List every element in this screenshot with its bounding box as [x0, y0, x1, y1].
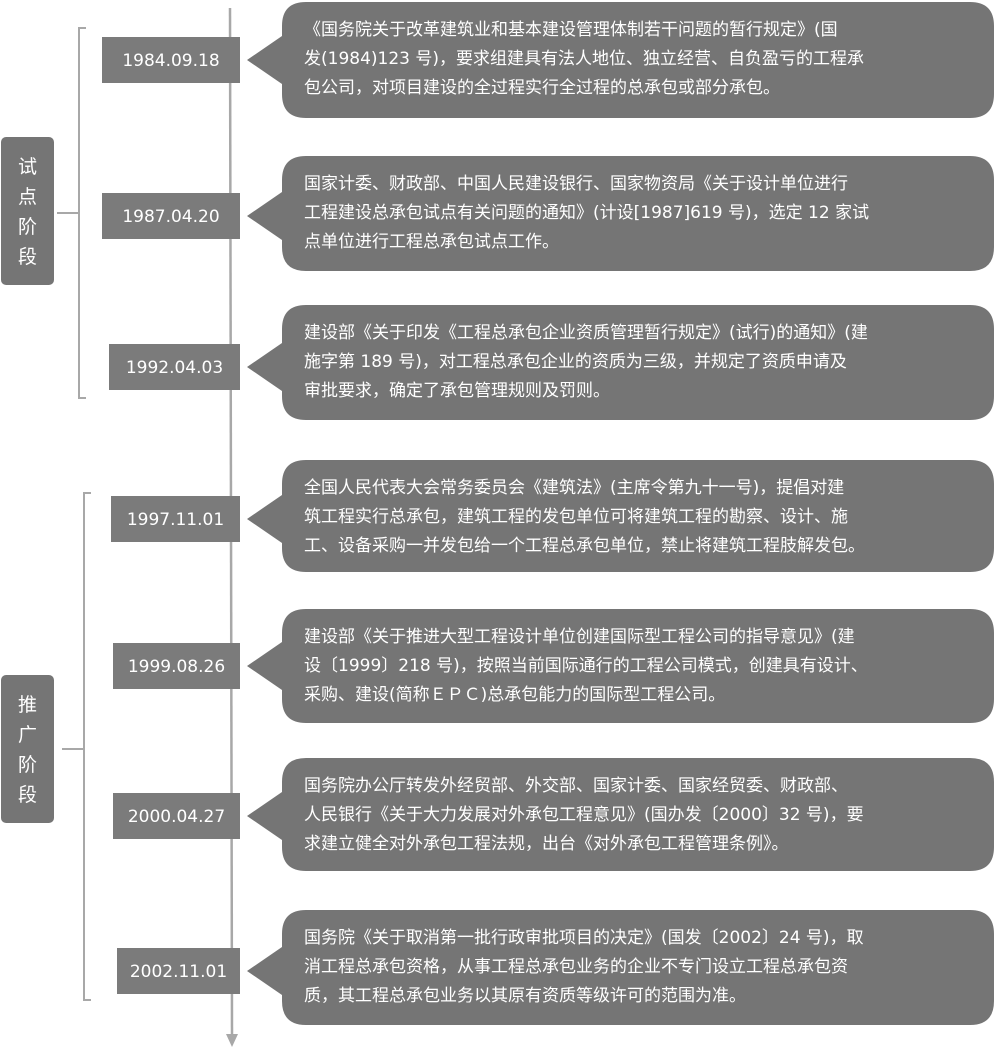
event-description-line: 建设部《关于推进大型工程设计单位创建国际型工程公司的指导意见》(建	[304, 627, 855, 647]
event-date: 1997.11.01	[127, 510, 224, 530]
event-description-line: 国务院《关于取消第一批行政审批项目的决定》(国发〔2002〕24 号)，取	[304, 928, 864, 948]
event-description-line: 国家计委、财政部、中国人民建设银行、国家物资局《关于设计单位进行	[304, 174, 848, 194]
event-date: 2000.04.27	[128, 807, 225, 827]
phase-label-box	[1, 137, 54, 285]
phase-label-char: 段	[18, 246, 37, 268]
event-date-box	[109, 344, 240, 390]
timeline-event: 1999.08.26 建设部《关于推进大型工程设计单位创建国际型工程公司的指导意见…	[113, 609, 994, 723]
phase-label-char: 阶	[18, 216, 37, 238]
event-callout-box	[247, 460, 994, 572]
event-date-box	[113, 793, 240, 839]
event-date-box	[117, 948, 240, 994]
event-description-line: 人民银行《关于大力发展对外承包工程意见》(国办发〔2000〕32 号)，要	[304, 805, 864, 825]
event-description-line: 筑工程实行总承包，建筑工程的发包单位可将建筑工程的勘察、设计、施	[304, 507, 848, 527]
event-callout-box	[247, 2, 994, 118]
timeline-event: 1992.04.03 建设部《关于印发《工程总承包企业资质管理暂行规定》(试行)的…	[109, 305, 994, 420]
event-description-line: 包公司，对项目建设的全过程实行全过程的总承包或部分承包。	[304, 78, 780, 98]
event-date: 1987.04.20	[122, 207, 219, 227]
event-date: 2002.11.01	[130, 962, 227, 982]
timeline-event: 1987.04.20 国家计委、财政部、中国人民建设银行、国家物资局《关于设计单位…	[102, 156, 994, 271]
event-date-box	[111, 496, 240, 542]
event-date: 1992.04.03	[126, 358, 223, 378]
timeline-event: 1984.09.18 《国务院关于改革建筑业和基本建设管理体制若干问题的暂行规定》…	[102, 2, 994, 118]
event-date-box	[102, 37, 240, 83]
phase-label-box	[1, 675, 54, 823]
event-description-line: 全国人民代表大会常务委员会《建筑法》(主席令第九十一号)，提倡对建	[304, 478, 844, 498]
event-description-line: 建设部《关于印发《工程总承包企业资质管理暂行规定》(试行)的通知》(建	[304, 323, 868, 343]
event-description-line: 审批要求，确定了承包管理规则及罚则。	[304, 381, 610, 401]
event-date-box	[113, 643, 240, 689]
event-callout-box	[247, 609, 994, 723]
event-description-line: 消工程总承包资格，从事工程总承包业务的企业不专门设立工程总承包资	[304, 957, 848, 977]
event-date: 1984.09.18	[122, 51, 219, 71]
event-description-line: 质，其工程总承包业务以其原有资质等级许可的范围为准。	[304, 986, 746, 1006]
event-callout-box	[247, 156, 994, 271]
event-description-line: 工、设备采购一并发包给一个工程总承包单位，禁止将建筑工程肢解发包。	[304, 536, 865, 556]
phase-bracket	[57, 27, 86, 399]
event-description-line: 施字第 189 号)，对工程总承包企业的资质为三级，并规定了资质申请及	[304, 352, 847, 372]
event-description-line: 《国务院关于改革建筑业和基本建设管理体制若干问题的暂行规定》(国	[304, 20, 838, 40]
phase-label-char: 广	[18, 724, 37, 746]
phase-label-char: 段	[18, 784, 37, 806]
event-description-line: 国务院办公厅转发外经贸部、外交部、国家计委、国家经贸委、财政部、	[304, 776, 848, 796]
timeline-event: 2000.04.27 国务院办公厅转发外经贸部、外交部、国家计委、国家经贸委、财政…	[113, 758, 994, 871]
phase-bracket	[62, 492, 91, 1001]
event-date-box	[102, 193, 240, 239]
event-description-line: 求建立健全对外承包工程法规，出台《对外承包工程管理条例》。	[304, 834, 789, 854]
event-date: 1999.08.26	[128, 657, 225, 677]
phase-label-char: 阶	[18, 754, 37, 776]
timeline-arrow-head	[226, 1034, 238, 1047]
timeline-event: 1997.11.01 全国人民代表大会常务委员会《建筑法》(主席令第九十一号)，提…	[111, 460, 994, 572]
event-description-line: 设〔1999〕218 号)，按照当前国际通行的工程公司模式，创建具有设计、	[304, 656, 868, 676]
event-description-line: 工程建设总承包试点有关问题的通知》(计设[1987]619 号)，选定 12 家…	[304, 203, 869, 223]
phase-label-char: 推	[18, 694, 37, 716]
phase-label-char: 试	[18, 156, 37, 178]
phase-label-char: 点	[18, 186, 37, 208]
event-description-line: 点单位进行工程总承包试点工作。	[304, 232, 559, 252]
event-callout-box	[247, 305, 994, 420]
event-description-line: 发(1984)123 号)，要求组建具有法人地位、独立经营、自负盈亏的工程承	[304, 49, 864, 69]
event-callout-box	[247, 910, 994, 1025]
event-callout-box	[247, 758, 994, 871]
timeline-event: 2002.11.01 国务院《关于取消第一批行政审批项目的决定》(国发〔2002〕…	[117, 910, 994, 1025]
event-description-line: 采购、建设(简称ＥＰＣ)总承包能力的国际型工程公司。	[304, 685, 725, 705]
